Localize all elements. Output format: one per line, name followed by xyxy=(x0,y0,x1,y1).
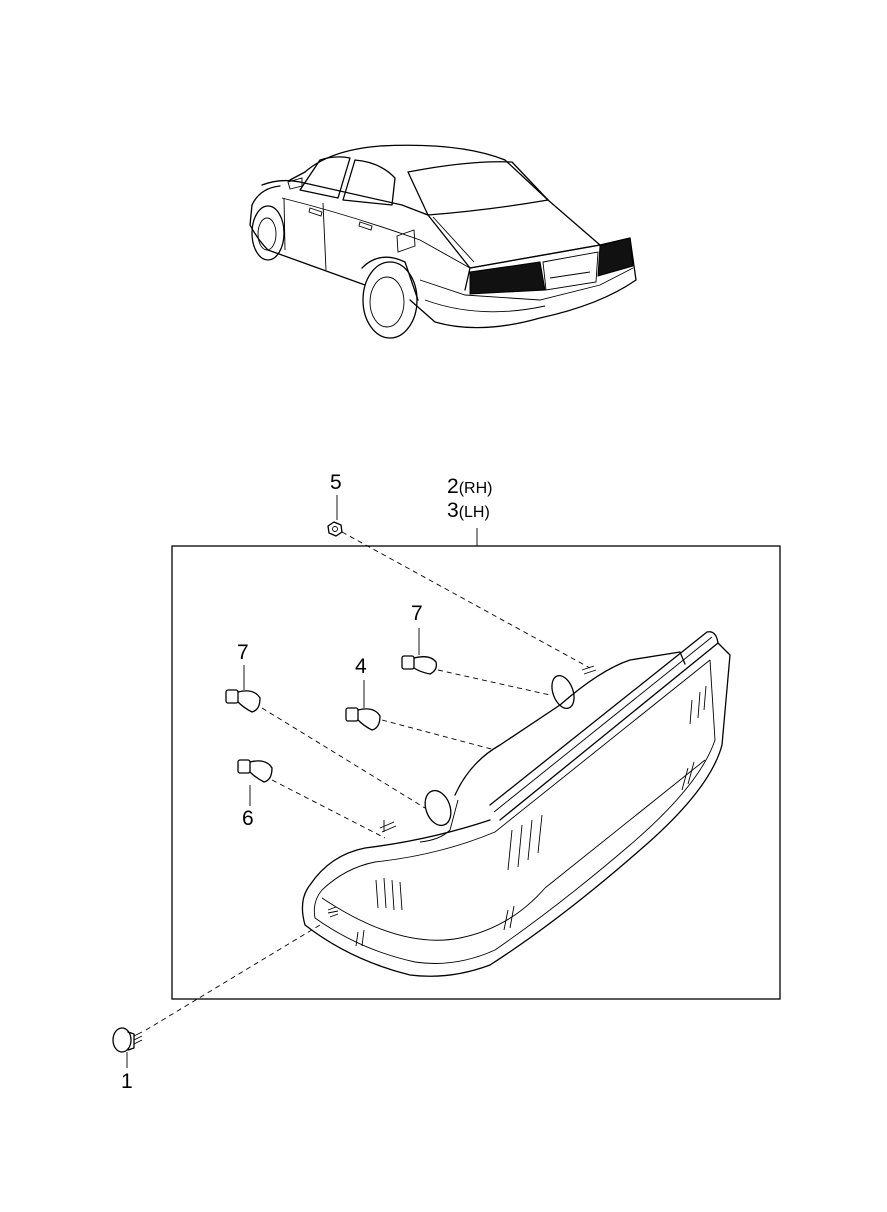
tail-lamp-assembly xyxy=(301,631,731,977)
callout-3: 3 xyxy=(447,499,459,522)
callout-leaders xyxy=(126,495,420,1068)
part-5-nut xyxy=(327,521,343,537)
callout-2-side: (RH) xyxy=(458,480,493,497)
assembly-frame xyxy=(171,545,781,1000)
callout-7-left: 7 xyxy=(237,641,249,664)
part-1-clip xyxy=(112,1027,143,1053)
callout-2: 2 xyxy=(447,475,459,498)
callout-7-upper: 7 xyxy=(411,602,423,625)
callout-1: 1 xyxy=(121,1070,133,1093)
tail-light-left xyxy=(469,261,546,295)
callout-2-rh: 2(RH) xyxy=(447,476,492,497)
part-7-bulb-upper xyxy=(401,655,438,675)
callout-4: 4 xyxy=(355,655,367,678)
callout-3-lh: 3(LH) xyxy=(447,500,490,521)
part-6-bulb xyxy=(237,759,273,783)
callout-3-side: (LH) xyxy=(458,504,490,521)
dashed-leaders xyxy=(145,531,591,1031)
part-4-bulb xyxy=(345,707,381,731)
car-illustration xyxy=(249,144,637,339)
tail-light-right xyxy=(597,237,634,277)
part-7-bulb-left xyxy=(225,689,261,713)
callout-5: 5 xyxy=(330,471,342,494)
callout-6: 6 xyxy=(242,807,254,830)
